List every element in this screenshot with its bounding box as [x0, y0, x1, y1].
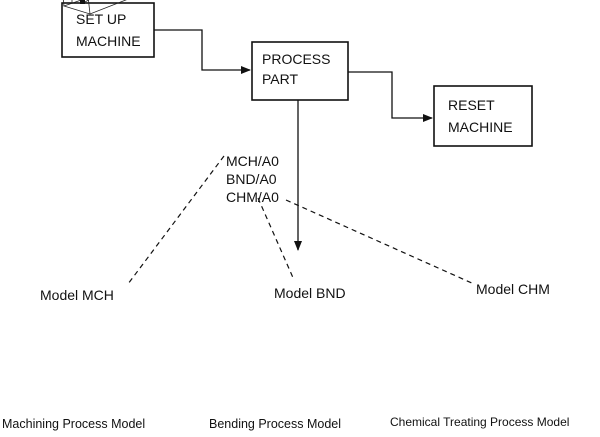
reset-box-line1: RESET — [448, 97, 495, 113]
model-title-chm: Model CHM — [476, 281, 550, 297]
process-box-line2: PART — [262, 71, 298, 87]
setup-box-line2: MACHINE — [76, 33, 141, 49]
setup-machine-box: SET UP MACHINE — [61, 2, 155, 58]
node-label-mch: MCH/A0 — [226, 153, 279, 169]
dashed-link-chm — [285, 199, 475, 285]
caption-machining: Machining Process Model — [2, 417, 145, 431]
arrow-process-to-reset — [348, 71, 433, 122]
node-label-bnd: BND/A0 — [226, 171, 277, 187]
node-labels: MCH/A0 BND/A0 CHM/A0 — [226, 153, 279, 205]
dashed-link-mch — [127, 155, 225, 285]
caption-chemical: Chemical Treating Process Model — [390, 415, 569, 429]
arrow-setup-to-process — [154, 29, 251, 74]
reset-machine-box: RESET MACHINE — [433, 85, 533, 147]
process-box-line1: PROCESS — [262, 51, 330, 67]
model-title-bnd: Model BND — [274, 285, 346, 301]
reset-box-line2: MACHINE — [448, 119, 513, 135]
node-label-chm: CHM/A0 — [226, 189, 279, 205]
model-title-mch: Model MCH — [40, 287, 114, 303]
setup-box-line1: SET UP — [76, 11, 126, 27]
process-part-box: PROCESS PART — [251, 41, 349, 101]
dashed-link-bnd — [257, 197, 295, 281]
caption-bending: Bending Process Model — [209, 417, 341, 431]
